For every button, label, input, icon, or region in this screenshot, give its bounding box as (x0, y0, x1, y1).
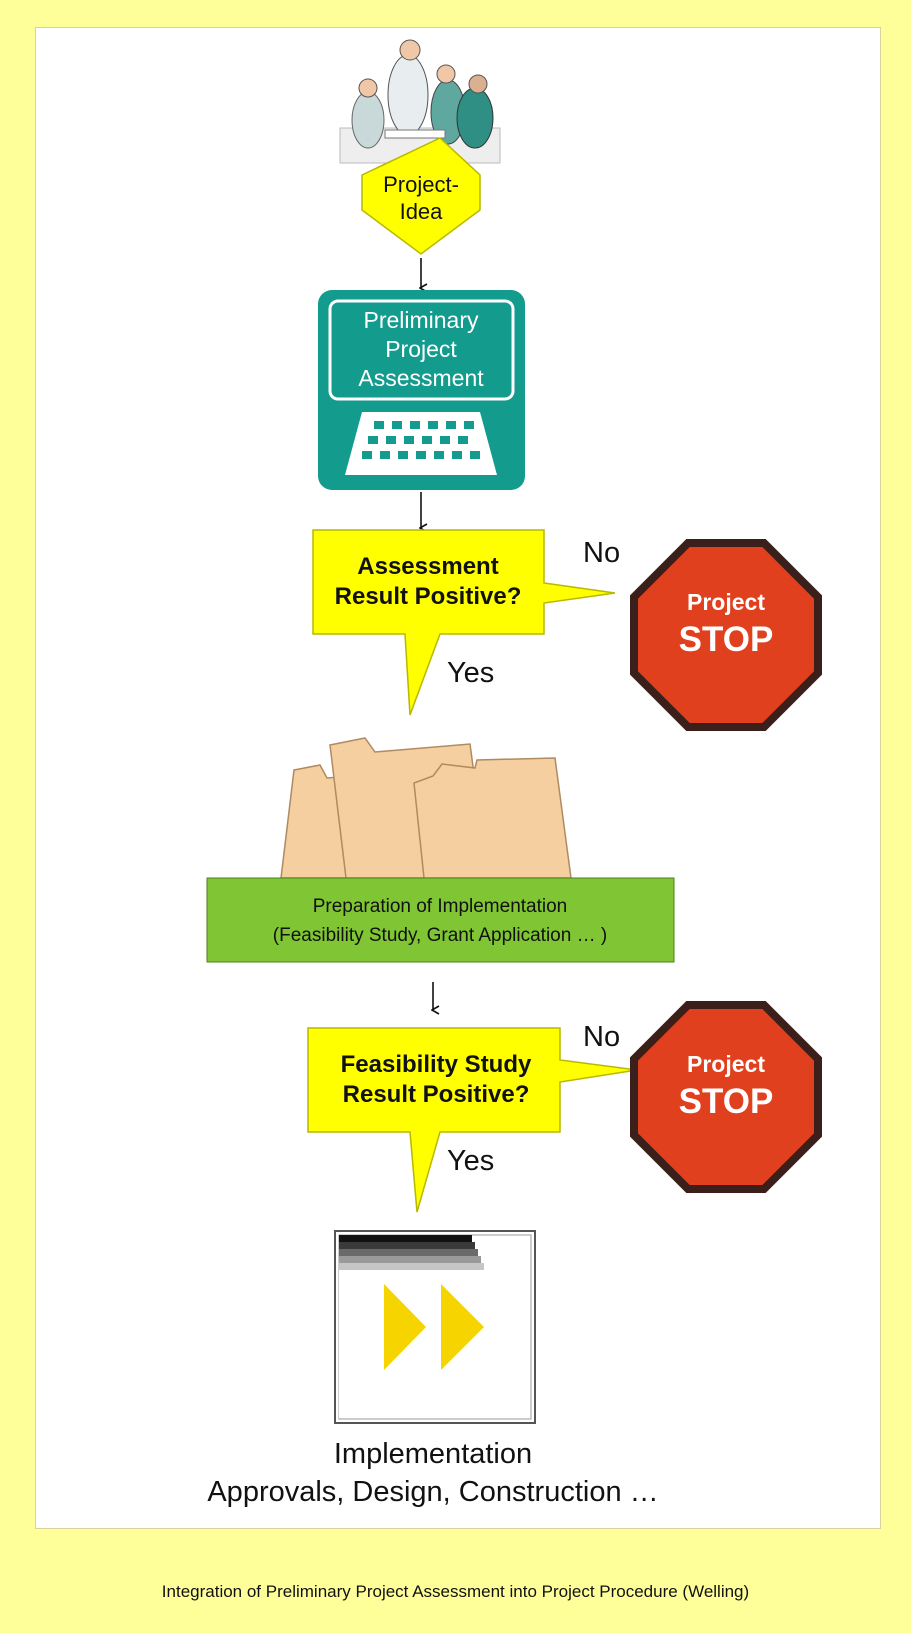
decision1-yes-label: Yes (447, 657, 494, 689)
assessment-line1: Preliminary (363, 307, 479, 333)
decision2-line2: Result Positive? (343, 1081, 530, 1108)
stop-sign-2-line1: Project (687, 1051, 765, 1077)
implementation-subtitle: Approvals, Design, Construction … (207, 1476, 658, 1508)
decision1-line1: Assessment (357, 553, 498, 580)
assessment-box (318, 290, 525, 490)
fast-forward-icon (334, 1230, 536, 1424)
stop-sign-2 (630, 1001, 822, 1193)
decision2-callout (307, 1027, 638, 1213)
decision2-yes-label: Yes (447, 1145, 494, 1177)
preparation-box (206, 877, 675, 963)
implementation-title: Implementation (334, 1438, 532, 1470)
stop-sign-1-line1: Project (687, 589, 765, 615)
stop-sign-1-line2: STOP (679, 620, 774, 659)
assessment-line3: Assessment (358, 365, 484, 391)
project-idea-shape (361, 137, 481, 255)
decision2-no-label: No (583, 1021, 620, 1053)
stop-sign-2-line2: STOP (679, 1082, 774, 1121)
team-meeting-icon (339, 39, 501, 164)
folders-icon (280, 737, 572, 879)
preparation-line1: Preparation of Implementation (313, 896, 568, 917)
project-idea-line2: Idea (400, 199, 444, 224)
stop-sign-1 (630, 539, 822, 731)
decision2-line1: Feasibility Study (341, 1051, 532, 1078)
figure-caption: Integration of Preliminary Project Asses… (161, 1582, 750, 1601)
decision1-callout (312, 529, 616, 716)
decision1-line2: Result Positive? (335, 583, 522, 610)
decision1-no-label: No (583, 537, 620, 569)
computer-terminal-icon (345, 412, 497, 475)
project-idea-line1: Project- (383, 172, 459, 197)
preparation-line2: (Feasibility Study, Grant Application … … (273, 925, 607, 946)
assessment-line2: Project (385, 336, 457, 362)
